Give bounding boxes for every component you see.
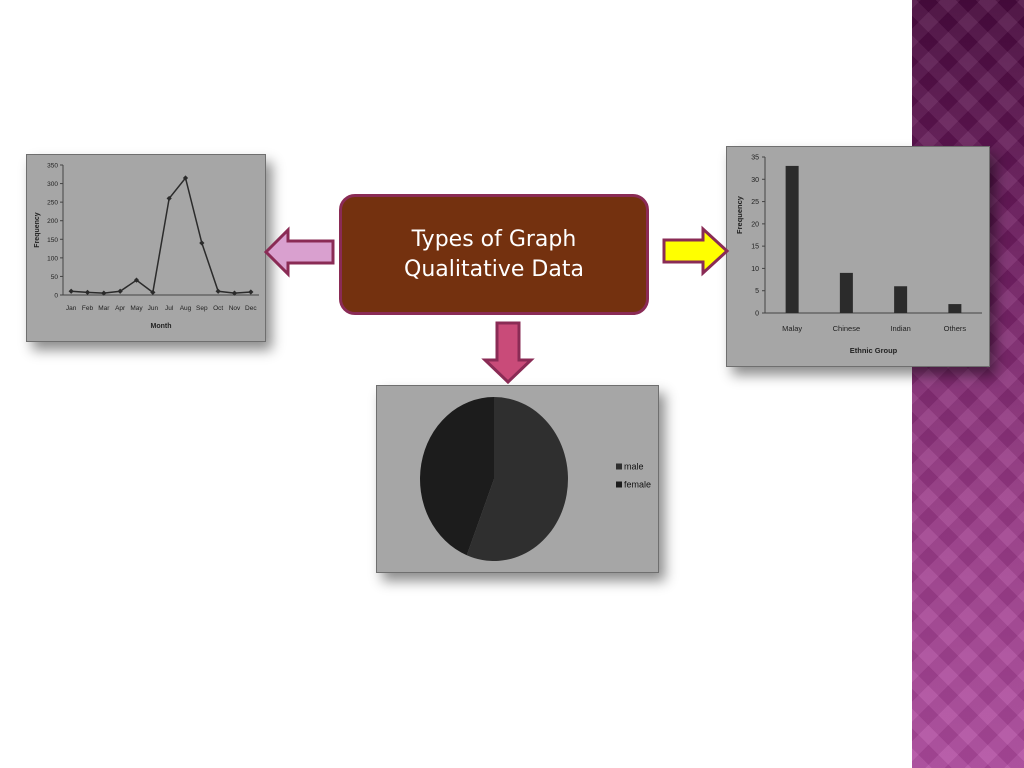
line-y-tick-label: 200 <box>47 218 58 225</box>
bar <box>785 165 799 313</box>
line-x-axis-label: Month <box>151 323 172 330</box>
line-point <box>84 289 91 295</box>
pie-slice <box>420 397 494 556</box>
pie-legend-label: female <box>624 480 651 490</box>
line-x-tick-label: Jun <box>148 305 159 312</box>
line-y-tick-label: 250 <box>47 200 58 207</box>
bar-x-axis-label: Ethnic Group <box>850 346 898 355</box>
line-x-tick-label: Jan <box>66 305 77 312</box>
line-y-tick-label: 100 <box>47 255 58 262</box>
line-x-tick-label: Feb <box>82 305 94 312</box>
bar-y-tick-label: 0 <box>755 311 759 318</box>
pie-legend-swatch <box>616 481 622 488</box>
line-y-tick-label: 150 <box>47 237 58 244</box>
pie-chart: male female <box>420 397 651 561</box>
arrow-left-icon <box>263 226 335 278</box>
bar-y-tick-label: 10 <box>751 266 759 273</box>
bar-y-tick-label: 25 <box>751 199 759 206</box>
bar-y-axis-label: Frequency <box>735 195 744 234</box>
bar-y-tick-label: 15 <box>751 244 759 251</box>
center-title-line-2: Qualitative Data <box>404 256 584 282</box>
line-y-tick-label: 350 <box>47 163 58 170</box>
line-point <box>166 195 172 202</box>
pie-legend-swatch <box>616 463 622 470</box>
line-point <box>199 240 205 246</box>
line-x-tick-label: Apr <box>115 305 126 312</box>
line-x-tick-label: Nov <box>229 305 241 312</box>
line-x-tick-label: Sep <box>196 305 208 312</box>
center-title-line-1: Types of Graph <box>411 226 577 252</box>
bar-y-tick-label: 35 <box>751 155 759 162</box>
pie-legend-label: male <box>624 462 644 472</box>
bar-x-tick-label: Others <box>944 324 967 333</box>
bar-y-tick-label: 30 <box>751 177 759 184</box>
decorative-side-band <box>912 0 1024 768</box>
pie-slice <box>466 397 568 561</box>
bar <box>894 286 908 313</box>
bar <box>948 304 962 313</box>
line-y-axis-label: Frequency <box>34 212 41 248</box>
line-y-tick-label: 300 <box>47 181 58 188</box>
line-x-tick-label: Dec <box>245 305 257 312</box>
line-point <box>117 288 123 294</box>
center-title-box: Types of Graph Qualitative Data <box>339 194 649 315</box>
pie-chart-panel: male female <box>376 385 659 573</box>
line-x-tick-label: Oct <box>213 305 223 312</box>
arrow-right-icon <box>662 225 730 277</box>
bar-x-tick-label: Malay <box>782 324 802 333</box>
arrow-down-icon <box>481 321 535 385</box>
line-series <box>71 176 251 294</box>
line-point <box>68 288 74 294</box>
line-x-tick-label: Mar <box>98 305 110 312</box>
line-x-tick-label: Jul <box>165 305 174 312</box>
line-x-tick-label: May <box>130 305 143 312</box>
bar-x-tick-label: Chinese <box>833 324 861 333</box>
bar-y-tick-label: 20 <box>751 221 759 228</box>
line-x-tick-label: Aug <box>180 305 192 312</box>
bar <box>839 272 853 313</box>
bar-y-tick-label: 5 <box>755 288 759 295</box>
line-point <box>248 289 254 295</box>
line-point <box>215 288 221 294</box>
bar-x-tick-label: Indian <box>890 324 910 333</box>
line-y-tick-label: 0 <box>54 293 58 300</box>
line-point <box>182 175 189 181</box>
line-y-tick-label: 50 <box>51 274 59 281</box>
